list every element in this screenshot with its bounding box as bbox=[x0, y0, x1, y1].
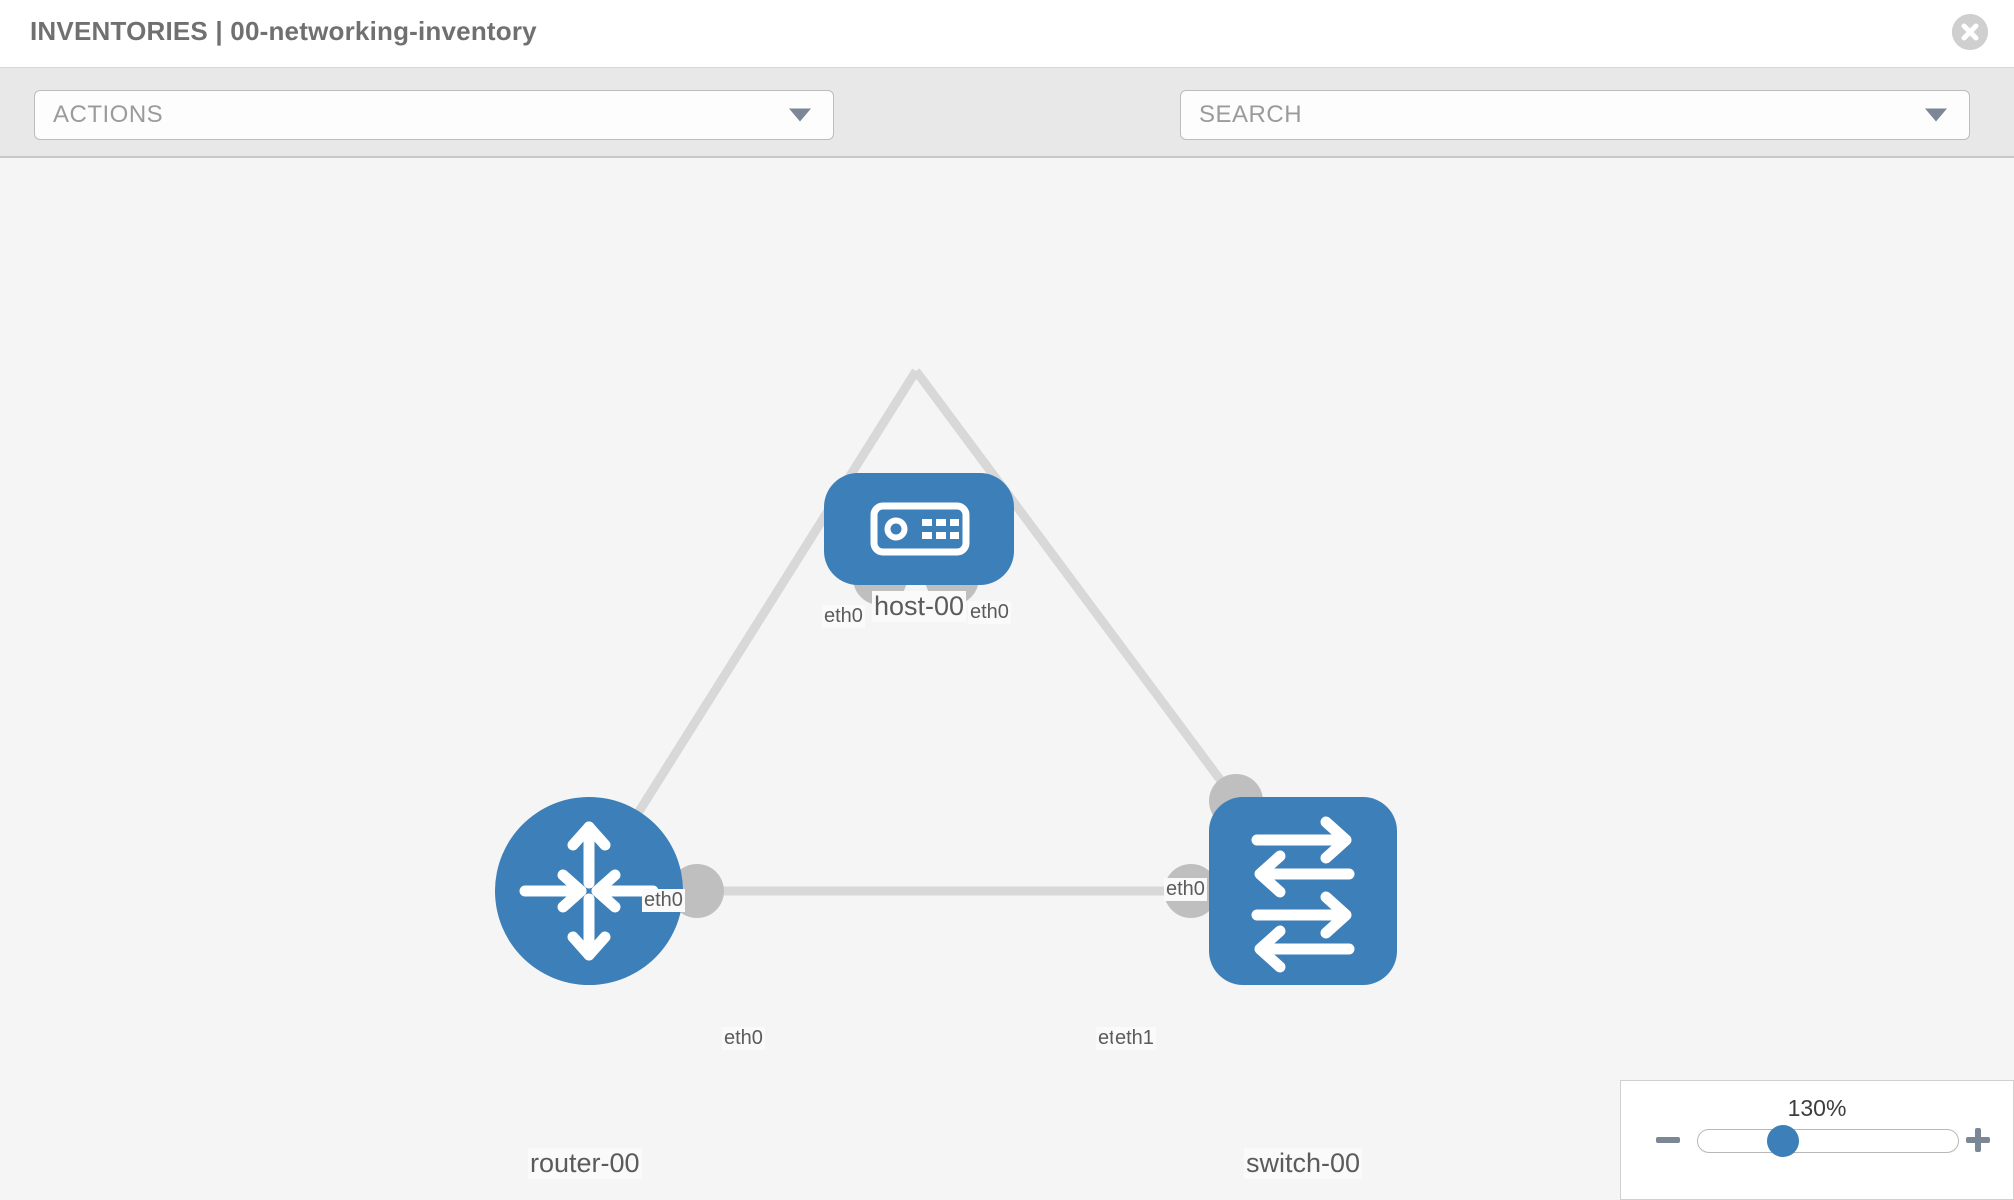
chevron-down-icon bbox=[1925, 108, 1947, 122]
node-host-00 bbox=[824, 473, 1014, 585]
switch-arrows-icon bbox=[1251, 816, 1355, 973]
actions-dropdown-label: ACTIONS bbox=[53, 101, 164, 128]
zoom-level-value: 130% bbox=[1787, 1095, 1847, 1121]
node-label-router-00: router-00 bbox=[528, 1148, 642, 1179]
node-label-switch-00: switch-00 bbox=[1244, 1148, 1363, 1179]
zoom-out-button[interactable] bbox=[1653, 1125, 1683, 1155]
node-switch-00 bbox=[1209, 797, 1397, 985]
port-label-host-right: eth0 bbox=[968, 601, 1011, 624]
port-label-router-right: eth0 bbox=[722, 1027, 765, 1050]
topology-canvas[interactable]: host-00 router-00 switch-00 eth0 eth0 et… bbox=[0, 158, 2014, 1200]
chevron-down-icon bbox=[789, 108, 811, 122]
port-label-switch-left: eth1 bbox=[1113, 1027, 1156, 1050]
page-header: INVENTORIES | 00-networking-inventory bbox=[0, 0, 2014, 68]
zoom-in-button[interactable] bbox=[1963, 1125, 1993, 1155]
search-placeholder: SEARCH bbox=[1199, 101, 1303, 128]
zoom-slider-track[interactable] bbox=[1697, 1129, 1959, 1153]
toolbar: ACTIONS SEARCH bbox=[0, 68, 2014, 197]
port-label-switch-up: eth0 bbox=[1164, 878, 1207, 901]
page-title: INVENTORIES | 00-networking-inventory bbox=[30, 16, 537, 46]
link-host-router bbox=[585, 368, 920, 894]
topology-ports bbox=[670, 551, 1263, 918]
node-label-host-00: host-00 bbox=[872, 591, 967, 622]
port-label-host-left: eth0 bbox=[822, 605, 865, 628]
search-input[interactable]: SEARCH bbox=[1180, 90, 1970, 140]
node-router-00 bbox=[495, 797, 683, 985]
port-label-router-up: eth0 bbox=[642, 889, 685, 912]
zoom-slider-thumb[interactable] bbox=[1767, 1125, 1799, 1157]
actions-dropdown[interactable]: ACTIONS bbox=[34, 90, 834, 140]
server-icon bbox=[870, 502, 970, 556]
topology-links bbox=[585, 368, 1307, 896]
close-icon[interactable] bbox=[1952, 14, 1988, 50]
zoom-control-panel: 130% bbox=[1620, 1080, 2014, 1200]
